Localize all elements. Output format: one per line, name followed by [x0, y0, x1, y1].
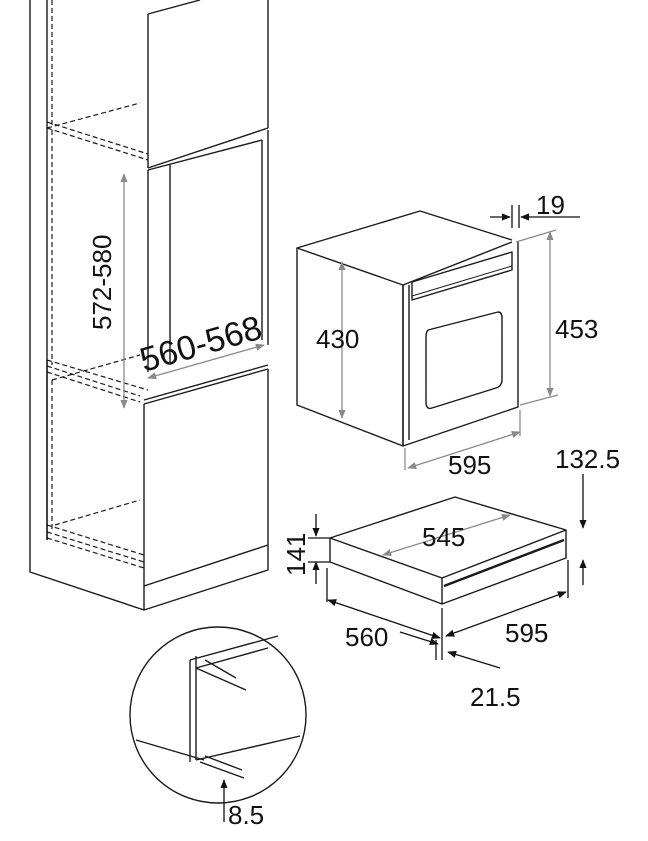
- drawer-height-label: 141: [281, 533, 311, 576]
- niche-width-dimension: 560-568: [136, 309, 266, 380]
- oven-front-height-label: 453: [555, 314, 598, 344]
- niche-height-label: 572-580: [87, 235, 117, 330]
- oven-front-panel: [402, 242, 519, 447]
- warming-drawer: [329, 496, 567, 605]
- drawer-side: [329, 538, 443, 605]
- oven-control-panel: [411, 251, 513, 301]
- oven-front-width-label: 595: [448, 450, 491, 480]
- drawer-total-height-label: 132.5: [555, 444, 620, 474]
- drawer-front: [441, 530, 567, 605]
- drawer-inner-width-label: 545: [422, 522, 465, 552]
- detail-view: 8.5: [129, 626, 307, 830]
- drawer-dimensions: 545 132.5 141 560 595 21.5: [281, 444, 620, 712]
- cabinet-plinth: [143, 545, 269, 611]
- oven-side-height-label: 430: [316, 324, 359, 354]
- drawer-front-width-label: 595: [505, 618, 548, 648]
- niche-width-label: 560-568: [136, 309, 266, 380]
- niche-height-dimension: 572-580: [87, 173, 128, 409]
- drawer-depth-label: 560: [345, 622, 388, 652]
- cabinet-left-edge: [29, 0, 145, 611]
- drawer-front-offset-label: 21.5: [470, 682, 521, 712]
- oven: [296, 210, 519, 447]
- oven-panel-depth-label: 19: [536, 190, 565, 220]
- tall-cabinet: [29, 0, 269, 611]
- detail-gap-label: 8.5: [228, 800, 264, 830]
- oven-door-window: [425, 311, 503, 410]
- oven-dimensions: 430 453 595 19: [316, 190, 598, 480]
- detail-circle: [129, 626, 307, 804]
